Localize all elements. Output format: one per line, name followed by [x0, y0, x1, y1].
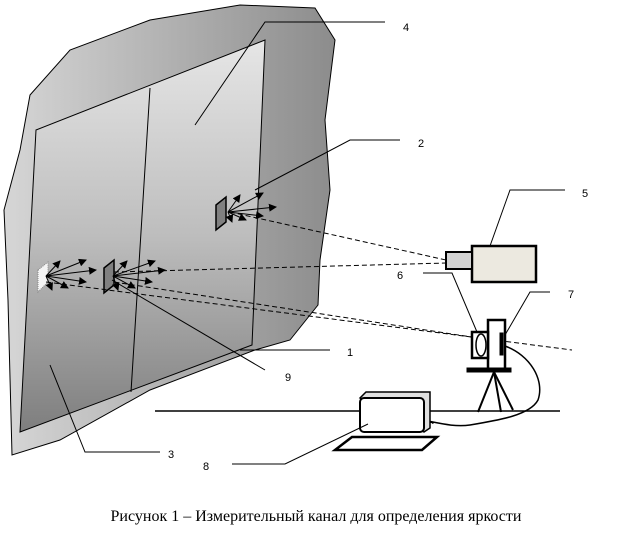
label-3: 3	[168, 449, 174, 461]
label-1: 1	[347, 347, 353, 359]
figure-caption: Рисунок 1 – Измерительный канал для опре…	[110, 508, 522, 525]
leader-lines	[49, 21, 565, 465]
label-5: 5	[582, 188, 588, 200]
label-7: 7	[568, 289, 574, 301]
label-9: 9	[285, 372, 291, 384]
luminance-meter	[466, 318, 514, 413]
label-8: 8	[203, 461, 209, 473]
wall-divider	[130, 87, 151, 393]
reflection-arrows-spot	[45, 258, 97, 291]
computer	[331, 391, 441, 452]
label-4: 4	[403, 22, 409, 34]
label-6: 6	[397, 270, 403, 282]
label-2: 2	[418, 138, 424, 150]
video-camera	[445, 244, 538, 284]
